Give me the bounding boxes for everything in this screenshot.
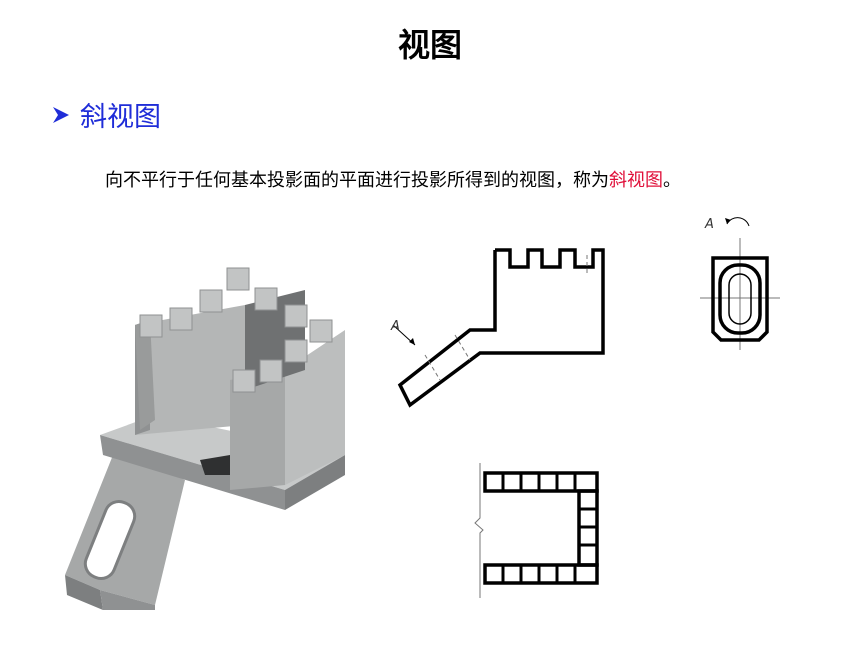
section-heading: 斜视图 [80, 102, 161, 133]
top-view-drawing [474, 463, 599, 598]
arrow-bullet-icon [53, 106, 69, 123]
bullet-heading: 斜视图 [50, 95, 161, 134]
definition-term: 斜视图 [609, 170, 663, 191]
main-view-drawing: A [390, 248, 605, 408]
definition-text: 向不平行于任何基本投影面的平面进行投影所得到的视图，称为斜视图。 [105, 166, 681, 192]
model-3d-illustration [65, 267, 345, 610]
label-a-top: A [704, 217, 714, 232]
oblique-view-drawing: A [700, 217, 780, 350]
definition-main: 向不平行于任何基本投影面的平面进行投影所得到的视图，称为 [105, 170, 609, 191]
page-title: 视图 [397, 26, 462, 64]
definition-end: 。 [663, 170, 681, 191]
label-a-left: A [390, 319, 400, 334]
